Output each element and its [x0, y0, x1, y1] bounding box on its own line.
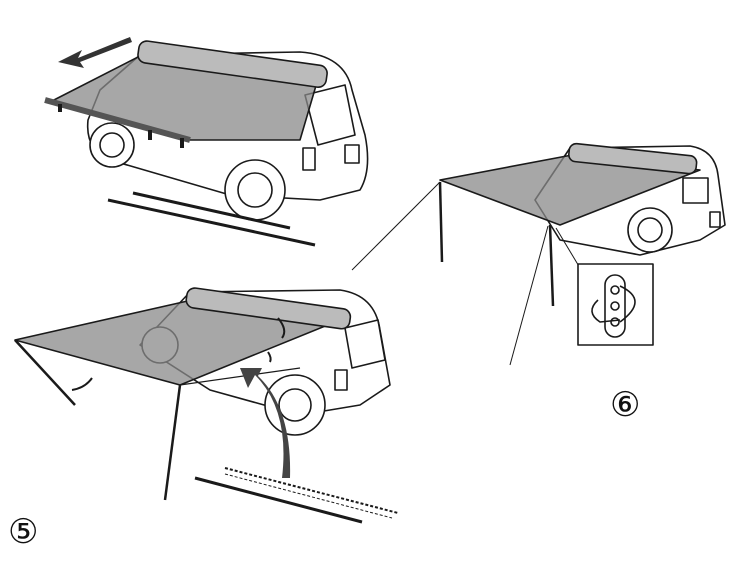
- step-number-5: ⑤: [8, 512, 39, 552]
- detail-inset-clamp: [577, 263, 654, 346]
- awning-opened-bottom: [14, 287, 352, 501]
- awning-extending: [44, 40, 328, 148]
- poles-bottom: [194, 467, 399, 524]
- direction-arrow-icon: [58, 37, 132, 68]
- poles-top: [107, 191, 316, 247]
- step-number-6: ⑥: [610, 385, 641, 425]
- awning-deployed-right: [351, 142, 701, 366]
- swing-arrow-icon: [240, 368, 291, 478]
